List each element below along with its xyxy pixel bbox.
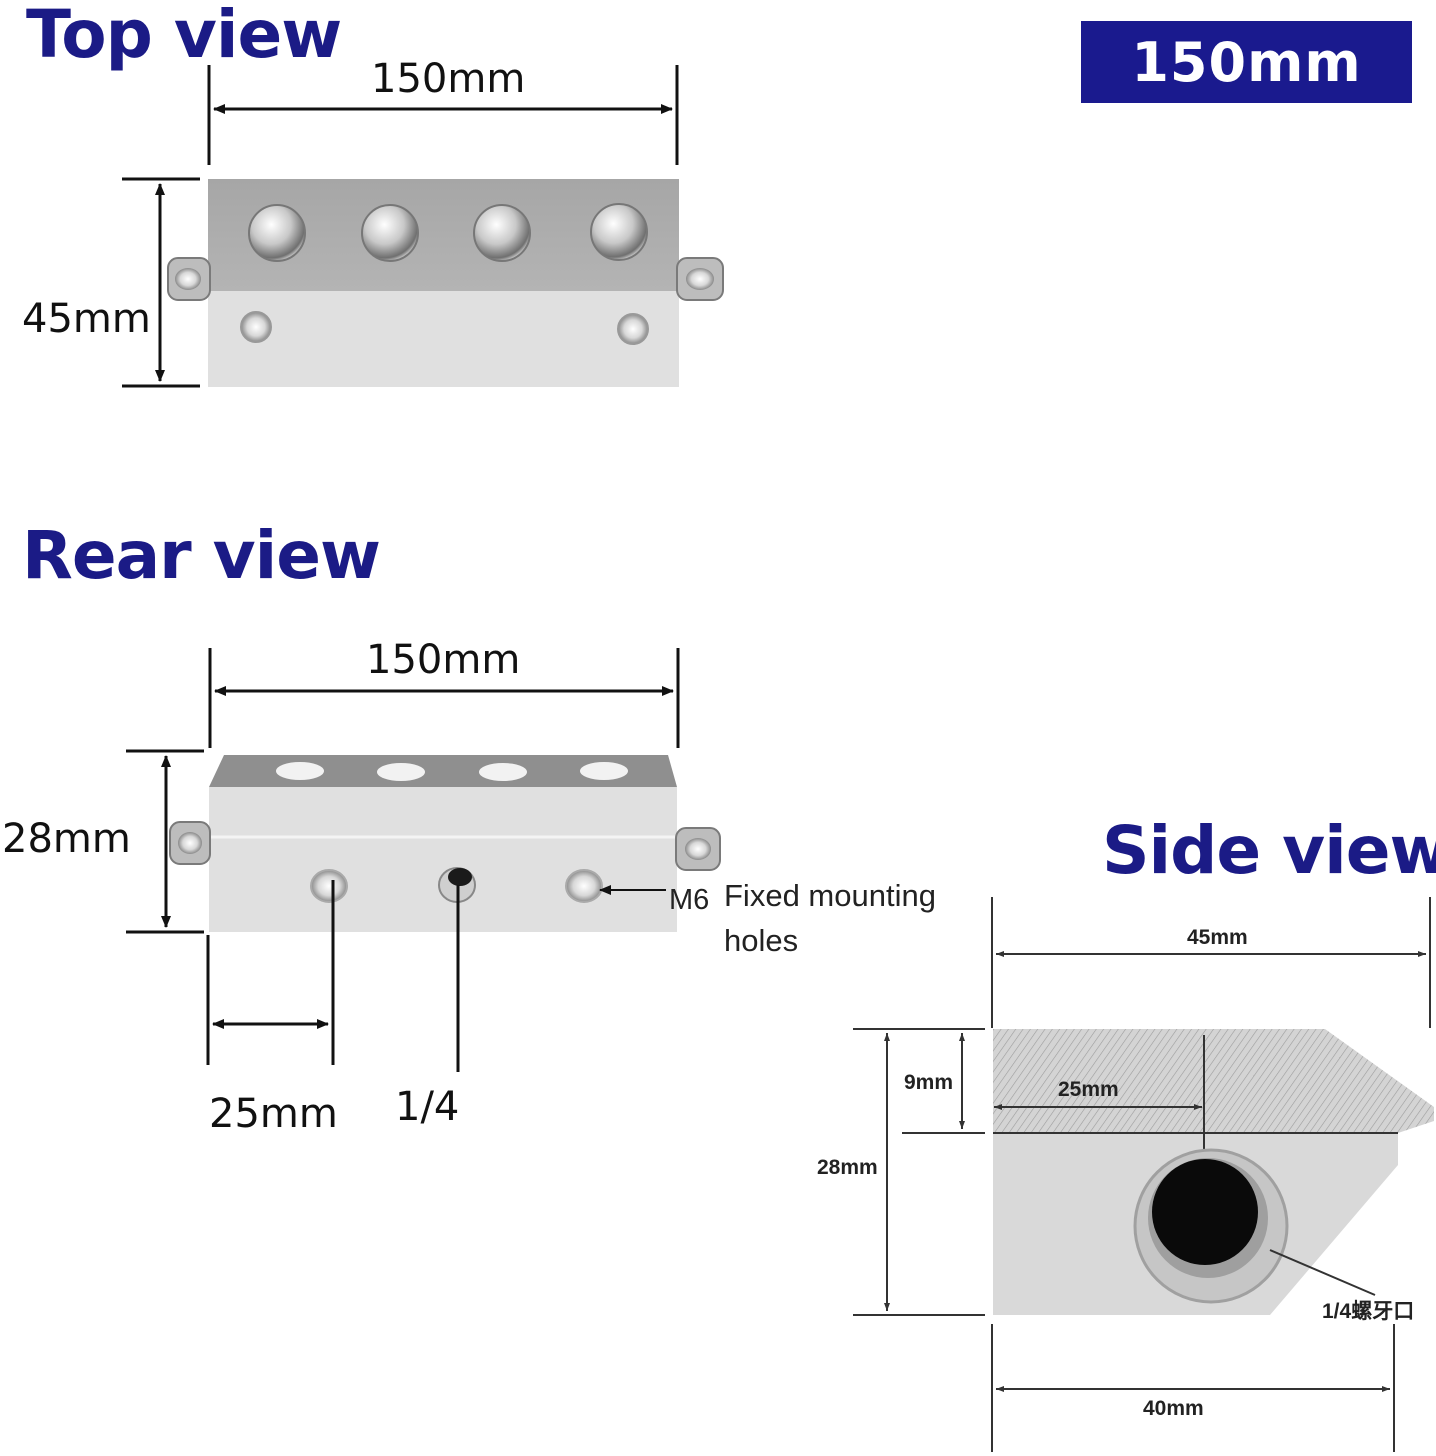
- mounting-hole-icon: [565, 869, 603, 903]
- fitting-left-icon: [167, 257, 211, 301]
- top-view-lower-block: [208, 291, 679, 387]
- rear-view-height-label: 28mm: [2, 816, 131, 862]
- side-view-top-thickness-label: 9mm: [904, 1071, 954, 1094]
- rear-view-drawing: [126, 648, 721, 1072]
- top-view-width-label: 150mm: [371, 56, 526, 102]
- mounting-hole-icon: [240, 311, 272, 343]
- rear-view-front-face: [209, 787, 677, 932]
- side-view-hole-offset-label: 25mm: [1058, 1078, 1119, 1101]
- nozzle-3-icon: [473, 204, 531, 262]
- rear-view-top-face: [209, 755, 677, 787]
- top-view-title: Top view: [26, 0, 342, 73]
- fitting-left-icon: [169, 821, 211, 865]
- rear-view-width-label: 150mm: [366, 637, 521, 683]
- m6-label: M6: [669, 884, 710, 916]
- mount-note-line1: Fixed mounting: [724, 878, 936, 913]
- nozzle-1-icon: [248, 204, 306, 262]
- fitting-right-icon: [675, 827, 721, 871]
- rear-view-title: Rear view: [22, 517, 381, 594]
- side-view-height-label: 28mm: [817, 1156, 878, 1179]
- mounting-hole-icon: [310, 869, 348, 903]
- side-view-base-width-label: 40mm: [1143, 1397, 1204, 1420]
- nozzle-4-icon: [590, 203, 648, 261]
- size-badge: 150mm: [1081, 21, 1412, 103]
- nozzle-2-icon: [361, 204, 419, 262]
- mounting-hole-icon: [617, 313, 649, 345]
- mount-note-line2: holes: [724, 923, 799, 958]
- fitting-right-icon: [676, 257, 724, 301]
- top-view-drawing: [122, 65, 724, 388]
- side-view-thread-label: 1/4螺牙口: [1322, 1300, 1415, 1323]
- side-view-title: Side view: [1102, 812, 1436, 889]
- rear-view-thread-label: 1/4: [395, 1084, 460, 1130]
- side-view-drawing: [853, 897, 1434, 1452]
- side-view-width-label: 45mm: [1187, 926, 1248, 949]
- top-view-height-label: 45mm: [22, 296, 151, 342]
- rear-view-spacing-label: 25mm: [209, 1091, 338, 1137]
